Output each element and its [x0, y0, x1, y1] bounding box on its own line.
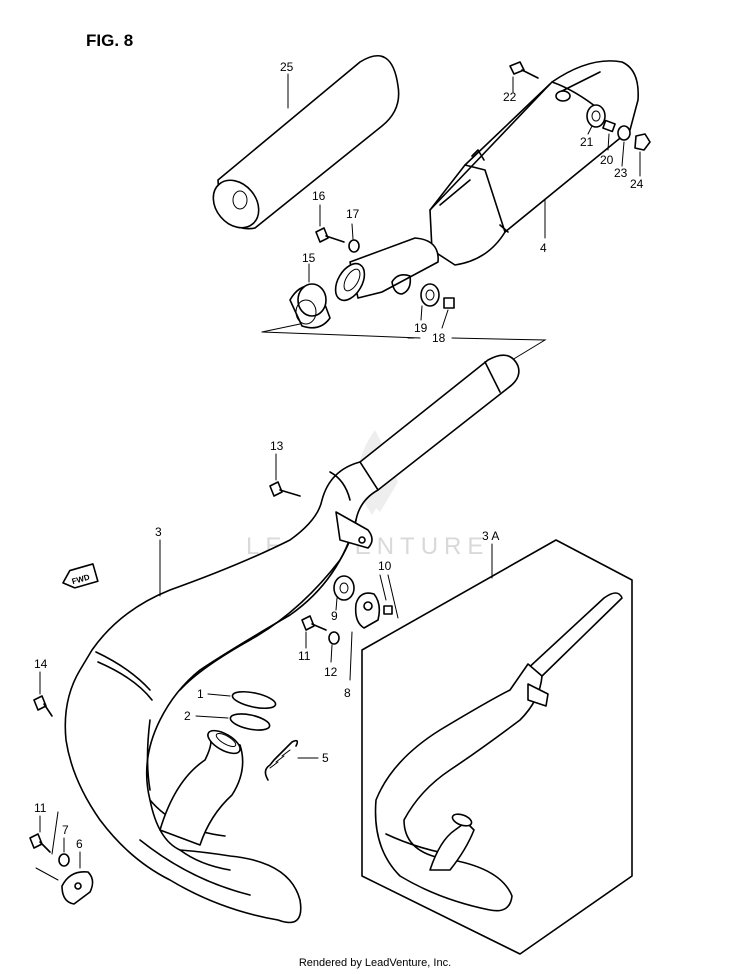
callout-15: 15: [302, 251, 316, 265]
part-16-bolt: [315, 227, 345, 243]
callout-12: 12: [324, 665, 338, 679]
part-3a-exhaust-pipe: [374, 592, 623, 912]
callout-3: 3: [155, 525, 162, 539]
part-9-grommet: [333, 575, 355, 601]
callout-8: 8: [344, 686, 351, 700]
part-4-silencer: [334, 60, 639, 302]
callout-20: 20: [600, 153, 614, 167]
part-10-collar: [383, 605, 393, 615]
callout-22: 22: [503, 90, 517, 104]
callout-2: 2: [184, 709, 191, 723]
callout-16: 16: [312, 189, 326, 203]
part-5-spring: [264, 739, 299, 781]
part-13-bolt: [269, 481, 301, 497]
part-3-exhaust-pipe: [64, 354, 520, 924]
fwd-direction-arrow: FWD: [62, 563, 99, 589]
callout-14: 14: [34, 657, 48, 671]
callout-18: 18: [432, 331, 446, 345]
callout-21: 21: [580, 135, 594, 149]
figure-title: FIG. 8: [86, 31, 133, 50]
part-14-bolt: [33, 695, 53, 717]
callout-11-upper: 11: [298, 649, 311, 663]
part-21-grommet: [586, 104, 606, 128]
callout-24: 24: [630, 177, 644, 191]
callout-25: 25: [280, 60, 294, 74]
callout-3a: 3 A: [482, 529, 499, 543]
callout-4: 4: [540, 241, 547, 255]
part-11-bolt-upper: [301, 615, 327, 631]
part-20-collar: [602, 119, 616, 133]
part-11-bolt-lower: [29, 833, 51, 853]
part-12-washer: [328, 631, 340, 645]
callout-19: 19: [414, 321, 428, 335]
part-6-cover-plate: [61, 870, 94, 905]
callout-9: 9: [331, 609, 338, 623]
callout-23: 23: [614, 166, 628, 180]
part-24-nut: [634, 133, 651, 151]
callout-5: 5: [322, 751, 329, 765]
part-8-bracket: [354, 592, 381, 629]
callout-11-lower: 11: [34, 801, 47, 815]
part-1-gasket: [231, 690, 277, 710]
part-19-grommet: [420, 283, 440, 307]
part-2-gasket: [229, 713, 271, 731]
part-18-collar: [443, 297, 455, 309]
callout-17: 17: [346, 207, 360, 221]
callout-1: 1: [197, 687, 204, 701]
part-15-end-cap: [289, 283, 331, 329]
callout-10: 10: [378, 559, 392, 573]
part-25-silencer-packing: [212, 54, 400, 230]
part-23-washer: [617, 125, 631, 141]
footer-credit: Rendered by LeadVenture, Inc.: [298, 957, 452, 969]
part-22-bolt: [509, 61, 539, 79]
callout-13: 13: [270, 439, 284, 453]
callout-7: 7: [62, 823, 69, 837]
callout-6: 6: [76, 837, 83, 851]
part-7-washer: [58, 853, 70, 867]
part-17-washer: [348, 239, 360, 253]
